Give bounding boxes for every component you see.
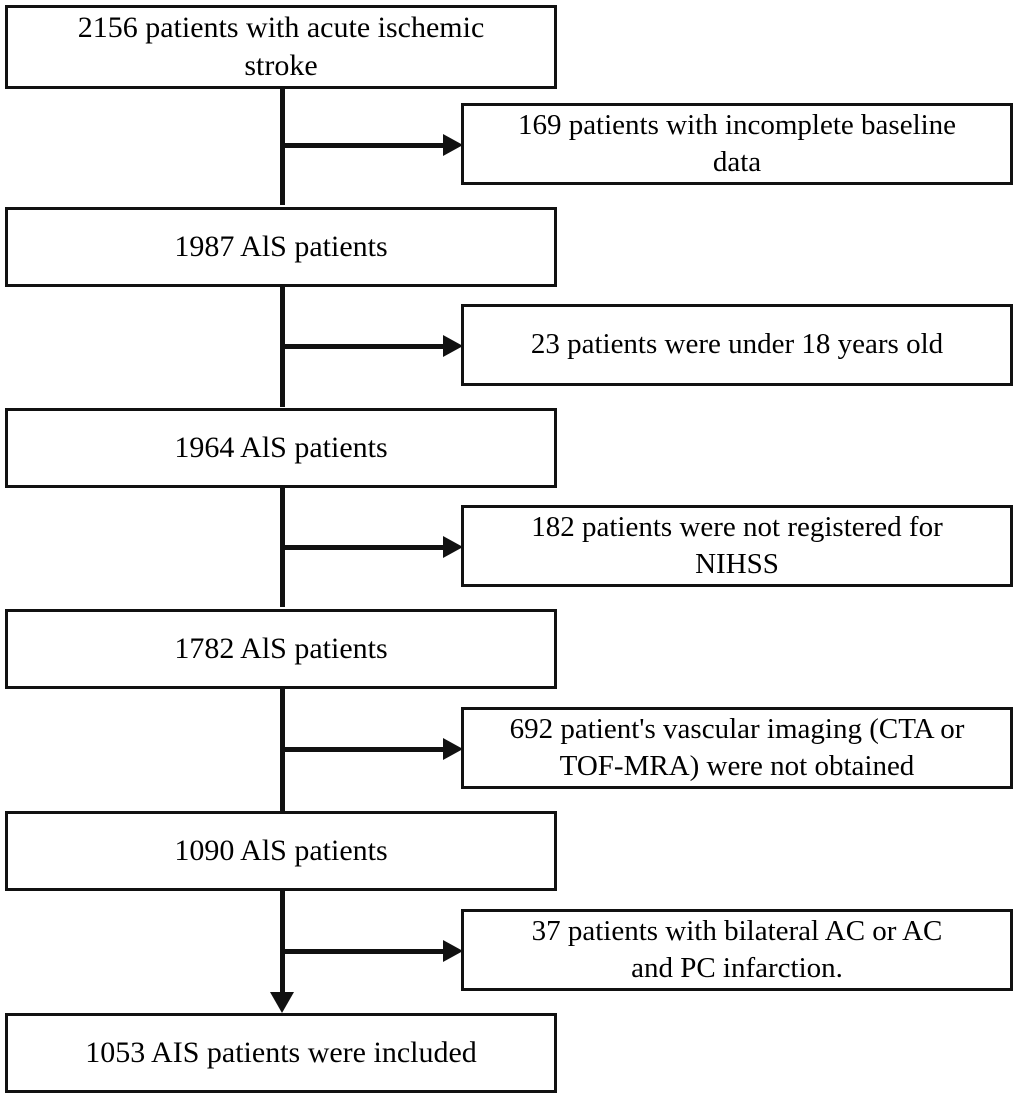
flow-node-label: 1053 AIS patients were included	[85, 1035, 477, 1069]
terminal-down-arrow-icon	[270, 992, 294, 1013]
exclusion-branch-arrowhead-3	[443, 536, 463, 558]
exclusion-branch-line-5	[282, 949, 445, 954]
exclusion-branch-line-1	[282, 143, 445, 148]
exclusion-node-label: 37 patients with bilateral AC or AC and …	[531, 914, 943, 984]
exclusion-branch-arrowhead-2	[443, 335, 463, 357]
flow-node-cohort-1782: 1782 AlS patients	[5, 609, 557, 689]
flow-node-cohort-final: 1053 AIS patients were included	[5, 1013, 557, 1093]
exclusion-node-under-18: 23 patients were under 18 years old	[461, 304, 1013, 386]
exclusion-branch-arrowhead-1	[443, 134, 463, 156]
exclusion-branch-arrowhead-5	[443, 940, 463, 962]
flow-node-cohort-1987: 1987 AlS patients	[5, 207, 557, 287]
flow-node-label: 1782 AlS patients	[174, 631, 388, 665]
flow-node-label: 1090 AlS patients	[174, 833, 388, 867]
exclusion-branch-line-2	[282, 344, 445, 349]
exclusion-node-incomplete-baseline: 169 patients with incomplete baseline da…	[461, 103, 1013, 185]
flow-node-label: 1987 AlS patients	[174, 229, 388, 263]
flow-node-cohort-initial: 2156 patients with acute ischemic stroke	[5, 5, 557, 89]
exclusion-node-label: 182 patients were not registered for NIH…	[531, 510, 943, 580]
exclusion-node-no-nihss: 182 patients were not registered for NIH…	[461, 505, 1013, 587]
vertical-trunk-segment-5	[280, 891, 285, 994]
flow-node-cohort-1090: 1090 AlS patients	[5, 811, 557, 891]
exclusion-node-bilateral-infarction: 37 patients with bilateral AC or AC and …	[461, 909, 1013, 991]
exclusion-branch-line-4	[282, 747, 445, 752]
exclusion-node-label: 23 patients were under 18 years old	[530, 328, 944, 361]
flow-node-cohort-1964: 1964 AlS patients	[5, 408, 557, 488]
exclusion-node-no-vascular-imaging: 692 patient's vascular imaging (CTA or T…	[461, 707, 1013, 789]
flow-node-label: 2156 patients with acute ischemic stroke	[77, 10, 485, 82]
exclusion-node-label: 692 patient's vascular imaging (CTA or T…	[509, 712, 965, 782]
exclusion-branch-line-3	[282, 545, 445, 550]
exclusion-branch-arrowhead-4	[443, 738, 463, 760]
exclusion-node-label: 169 patients with incomplete baseline da…	[517, 108, 957, 178]
flow-node-label: 1964 AlS patients	[174, 430, 388, 464]
